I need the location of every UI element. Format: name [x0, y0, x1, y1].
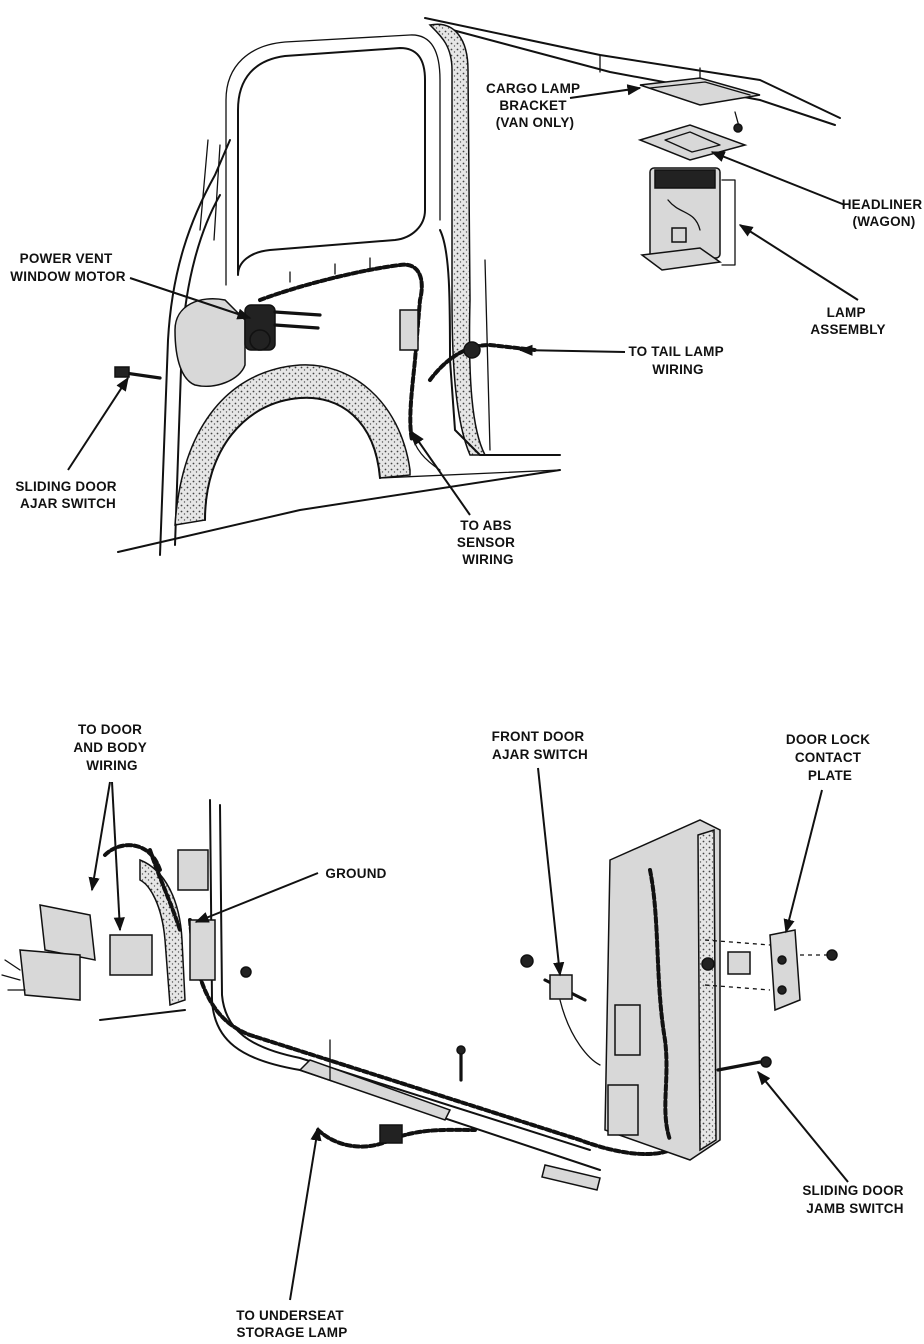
label-to-door-and-body-wiring: TO DOOR AND BODY WIRING [73, 722, 150, 773]
labels: CARGO LAMP BRACKET (VAN ONLY) HEADLINER … [10, 81, 924, 1340]
label-to-tail-lamp-wiring: TO TAIL LAMP WIRING [628, 344, 727, 377]
label-headliner: HEADLINER (WAGON) [842, 197, 924, 229]
label-sliding-door-jamb-switch: SLIDING DOOR JAMB SWITCH [802, 1183, 907, 1216]
bottom-leaders [88, 767, 849, 1301]
label-front-door-ajar-switch: FRONT DOOR AJAR SWITCH [492, 729, 589, 762]
label-to-abs-sensor-wiring: TO ABS SENSOR WIRING [457, 518, 519, 567]
label-sliding-door-ajar-switch: SLIDING DOOR AJAR SWITCH [15, 479, 120, 511]
side-sill-view [1, 799, 838, 1191]
label-lamp-assembly: LAMP ASSEMBLY [810, 305, 885, 337]
label-cargo-lamp-bracket: CARGO LAMP BRACKET (VAN ONLY) [486, 81, 584, 130]
rear-quarter-view [114, 17, 841, 556]
label-to-underseat-storage-lamp: TO UNDERSEAT STORAGE LAMP [236, 1308, 348, 1340]
label-ground: GROUND [325, 866, 386, 881]
label-power-vent-window-motor: POWER VENT WINDOW MOTOR [10, 251, 125, 284]
label-door-lock-contact-plate: DOOR LOCK CONTACT PLATE [786, 732, 874, 783]
top-leaders [67, 84, 859, 516]
